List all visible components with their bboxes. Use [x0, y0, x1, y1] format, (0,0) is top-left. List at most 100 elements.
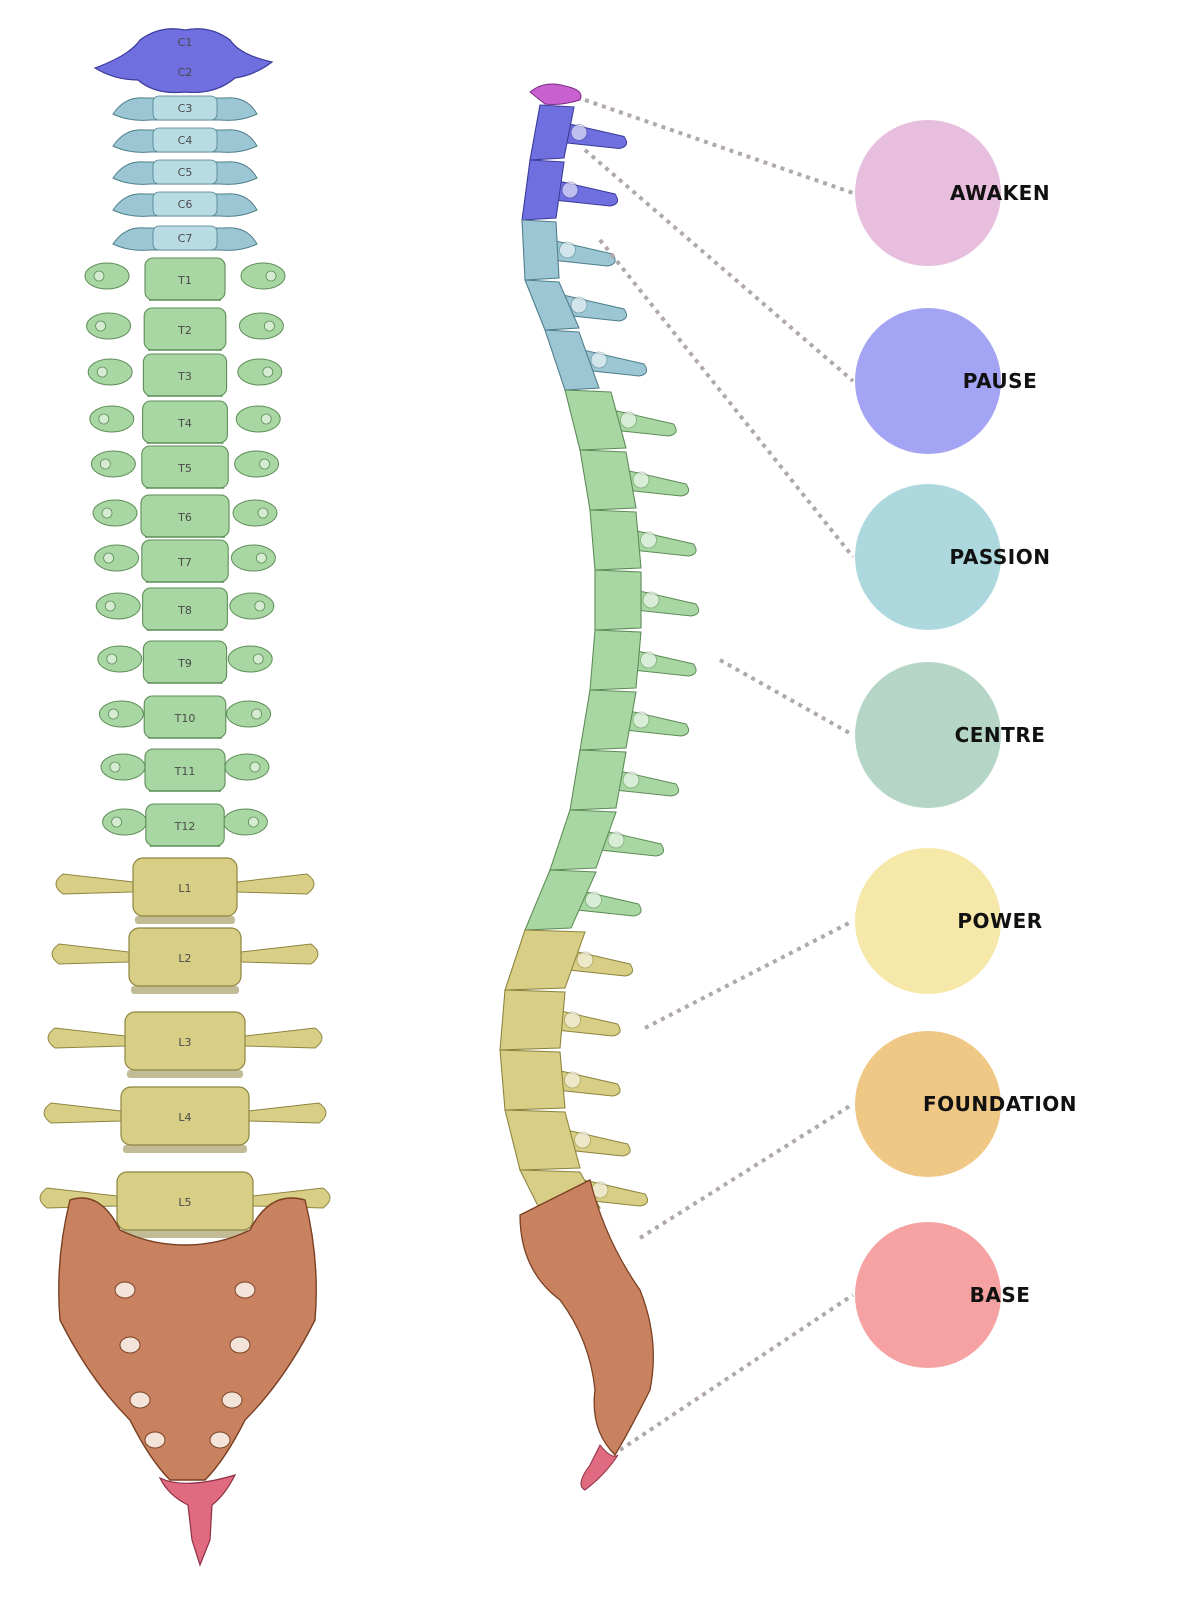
chakra-circle: [855, 848, 1001, 994]
vertebra-label-l4: L4: [178, 1111, 191, 1124]
vertebra-t10: T10: [98, 695, 272, 739]
chakra-circle: [855, 308, 1001, 454]
chakra-circle: [855, 120, 1001, 266]
connector-foundation: [638, 1102, 855, 1240]
connector-centre: [719, 658, 854, 737]
chakra-base: BASE: [855, 1222, 1030, 1368]
vertebra-label-c2: C2: [178, 66, 193, 79]
side-vertebra: [579, 449, 690, 511]
vertebra-label-t5: T5: [177, 462, 192, 475]
vertebra-label-l3: L3: [178, 1036, 191, 1049]
side-vertebra: [589, 629, 697, 691]
side-vertebra: [521, 219, 616, 281]
side-vertebra: [521, 159, 619, 221]
vertebra-t6: T6: [92, 494, 278, 538]
vertebra-label-t3: T3: [177, 370, 192, 383]
vertebra-label-t6: T6: [177, 511, 192, 524]
side-vertebra: [549, 809, 665, 871]
front-view-spine: C1C2C3C4C5C6C7T1T2T3T4T5T6T7T8T9T10T11T1…: [39, 28, 331, 1567]
connector-passion: [598, 238, 855, 559]
connector-power: [644, 919, 854, 1030]
vertebra-c3: [112, 95, 258, 121]
chakra-power: POWER: [855, 848, 1042, 994]
coccyx: [158, 1474, 237, 1567]
connector-awaken: [584, 98, 854, 195]
chakra-label: FOUNDATION: [923, 1092, 1077, 1116]
side-vertebra: [569, 749, 680, 811]
connector-base: [618, 1293, 855, 1452]
vertebra-label-c5: C5: [178, 166, 193, 179]
vertebra-label-t10: T10: [174, 712, 196, 725]
vertebra-label-c4: C4: [178, 134, 193, 147]
vertebra-label-t4: T4: [177, 417, 192, 430]
vertebra-label-t2: T2: [177, 324, 192, 337]
vertebra-label-l5: L5: [178, 1196, 191, 1209]
side-vertebra: [504, 929, 634, 991]
vertebra-t5: T5: [90, 445, 280, 489]
side-vertebra: [594, 569, 700, 631]
vertebra-l3: L3: [47, 1011, 323, 1078]
vertebra-t12: T12: [102, 803, 268, 847]
chakra-label: PASSION: [950, 545, 1051, 569]
chakra-label: CENTRE: [955, 723, 1046, 747]
chakra-circles: AWAKEN PAUSE PASSION CENTRE POWER FOUNDATION B…: [855, 120, 1077, 1368]
side-sacrum: [519, 1179, 654, 1457]
vertebra-t2: T2: [86, 307, 284, 351]
vertebra-t4: T4: [89, 400, 281, 444]
vertebra-label-c6: C6: [178, 198, 193, 211]
vertebra-c6: [112, 191, 258, 217]
side-coccyx: [580, 1444, 619, 1491]
vertebra-t7: T7: [94, 539, 276, 583]
vertebra-l4: L4: [43, 1086, 327, 1153]
vertebra-label-c7: C7: [178, 232, 193, 245]
chakra-foundation: FOUNDATION: [855, 1031, 1077, 1177]
side-vertebra: [499, 989, 621, 1051]
side-vertebra: [564, 389, 677, 451]
vertebra-label-t7: T7: [177, 556, 192, 569]
vertebra-t11: T11: [100, 748, 270, 792]
side-vertebra: [504, 1109, 631, 1171]
connector-lines: [583, 98, 855, 1452]
connector-pause: [583, 148, 855, 383]
side-vertebra: [589, 509, 697, 571]
vertebra-label-t8: T8: [177, 604, 192, 617]
chakra-centre: CENTRE: [855, 662, 1045, 808]
vertebra-label-t1: T1: [177, 274, 192, 287]
vertebra-c7: [112, 225, 258, 251]
chakra-pause: PAUSE: [855, 308, 1037, 454]
vertebra-label-c3: C3: [178, 102, 193, 115]
side-vertebra: [529, 104, 628, 161]
chakra-circle: [855, 662, 1001, 808]
chakra-passion: PASSION: [855, 484, 1050, 630]
chakra-circle: [855, 484, 1001, 630]
side-vertebra: [524, 869, 642, 931]
chakra-label: POWER: [957, 909, 1042, 933]
sacrum: [58, 1197, 317, 1481]
vertebra-c4: [112, 127, 258, 153]
chakra-label: PAUSE: [963, 369, 1038, 393]
chakra-awaken: AWAKEN: [855, 120, 1050, 266]
side-atlas: [529, 83, 582, 105]
side-vertebra: [544, 329, 648, 391]
chakra-circle: [855, 1031, 1001, 1177]
vertebra-label-l2: L2: [178, 952, 191, 965]
vertebra-t9: T9: [97, 640, 273, 684]
chakra-label: AWAKEN: [950, 181, 1050, 205]
chakra-circle: [855, 1222, 1001, 1368]
side-vertebra: [524, 279, 628, 331]
vertebra-c5: [112, 159, 258, 185]
side-vertebra: [499, 1049, 621, 1111]
vertebra-label-t12: T12: [174, 820, 196, 833]
side-view-spine: [499, 83, 700, 1491]
chakra-label: BASE: [970, 1283, 1031, 1307]
vertebra-label-l1: L1: [178, 882, 191, 895]
vertebra-label-c1: C1: [178, 36, 193, 49]
vertebra-label-t11: T11: [174, 765, 196, 778]
vertebra-t8: T8: [95, 587, 275, 631]
side-vertebra: [579, 689, 690, 751]
vertebra-l1: L1: [55, 857, 315, 924]
vertebra-c1-c2: [93, 28, 274, 94]
vertebra-label-t9: T9: [177, 657, 192, 670]
vertebra-l2: L2: [51, 927, 319, 994]
